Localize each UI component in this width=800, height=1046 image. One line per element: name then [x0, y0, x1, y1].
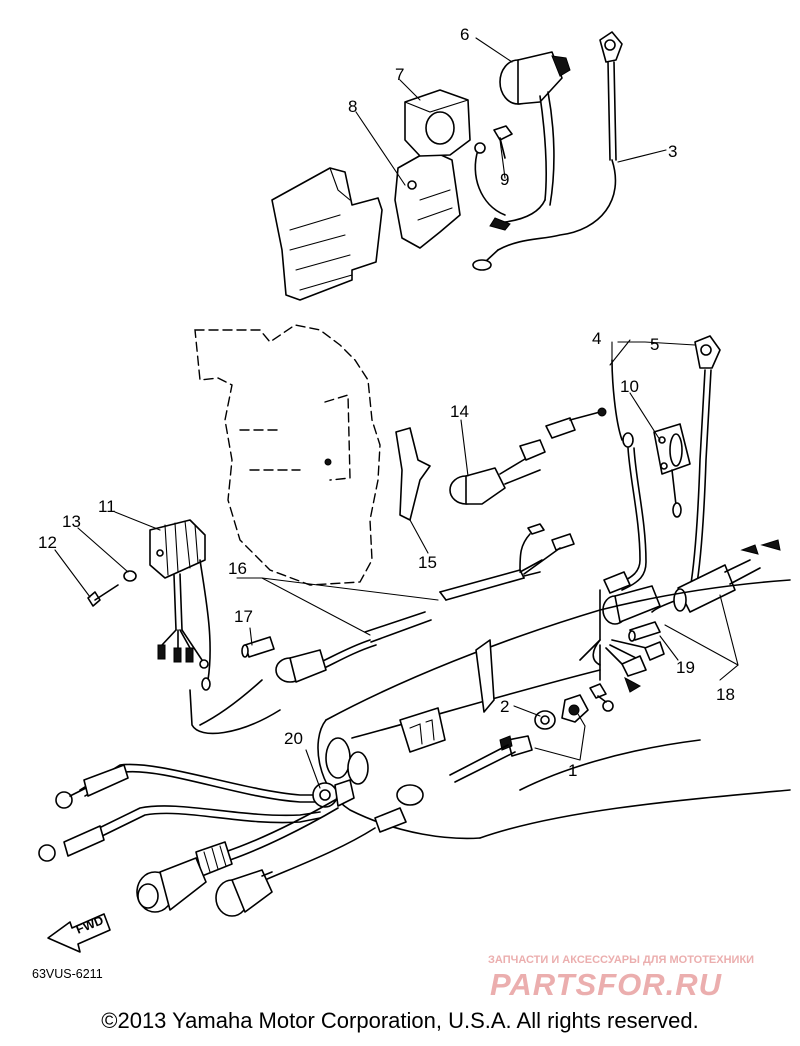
callout-20: 20	[284, 729, 303, 748]
battery-cable	[472, 31, 623, 271]
callout-4: 4	[592, 329, 601, 348]
copyright-notice: ©2013 Yamaha Motor Corporation, U.S.A. A…	[101, 1008, 699, 1033]
cable-clamp-grommet	[534, 694, 589, 730]
svg-text:ЗАПЧАСТИ И АКСЕССУАРЫ ДЛЯ МОТО: ЗАПЧАСТИ И АКСЕССУАРЫ ДЛЯ МОТОТЕХНИКИ	[488, 954, 754, 966]
battery-lead-pair	[38, 763, 321, 862]
svg-text:PARTSFOR.RU: PARTSFOR.RU	[490, 967, 723, 1002]
callout-6: 6	[460, 25, 469, 44]
callout-9: 9	[500, 170, 509, 189]
callout-8: 8	[348, 97, 357, 116]
short-tube	[241, 636, 275, 658]
relay-mount-bracket	[394, 149, 461, 249]
relay-lead-wire	[474, 142, 506, 216]
callout-11: 11	[98, 497, 116, 516]
rectifier-bolt	[87, 584, 119, 607]
warning-buzzer	[395, 407, 607, 521]
rectifier-washer	[123, 570, 137, 582]
callout-7: 7	[395, 65, 404, 84]
relay-cover-bracket	[271, 167, 383, 301]
stop-switch-and-cable	[215, 807, 407, 917]
callout-2: 2	[500, 697, 509, 716]
callout-5: 5	[650, 335, 659, 354]
harness-connectors-lower	[579, 585, 665, 712]
leader-lines	[54, 37, 739, 789]
callout-1: 1	[568, 761, 577, 780]
callout-3: 3	[668, 142, 677, 161]
callout-17: 17	[234, 607, 253, 626]
callout-10: 10	[620, 377, 639, 396]
callout-19: 19	[676, 658, 695, 677]
relay-rubber-holder	[404, 89, 471, 157]
starter-relay	[489, 51, 571, 231]
rectifier-regulator	[149, 519, 211, 691]
callout-16: 16	[228, 559, 247, 578]
ground-lead-pair	[449, 735, 533, 783]
callout-13: 13	[62, 512, 81, 531]
positive-cable	[689, 335, 721, 591]
part-callout-numbers: 1 2 3 4 5 6 7 8 9 10 11 12 13 14 15 16 1…	[38, 25, 735, 780]
relay-bolt	[493, 125, 513, 159]
parts-reseller-watermark: ЗАПЧАСТИ И АКСЕССУАРЫ ДЛЯ МОТОТЕХНИКИ PA…	[488, 954, 754, 1002]
powerhead-outline	[194, 324, 381, 586]
cable-grommet	[312, 779, 355, 808]
drawing-code: 63VUS-6211	[32, 967, 103, 981]
bottom-cowling	[317, 579, 791, 840]
callout-12: 12	[38, 533, 57, 552]
callout-15: 15	[418, 553, 437, 572]
callout-14: 14	[450, 402, 469, 421]
harness-connector-coupler	[189, 649, 327, 735]
callout-18: 18	[716, 685, 735, 704]
fwd-arrow-icon: FWD	[47, 913, 111, 953]
fuse-holder	[653, 423, 691, 518]
main-switch-and-cable	[136, 799, 339, 913]
main-harness-lead	[603, 359, 647, 594]
